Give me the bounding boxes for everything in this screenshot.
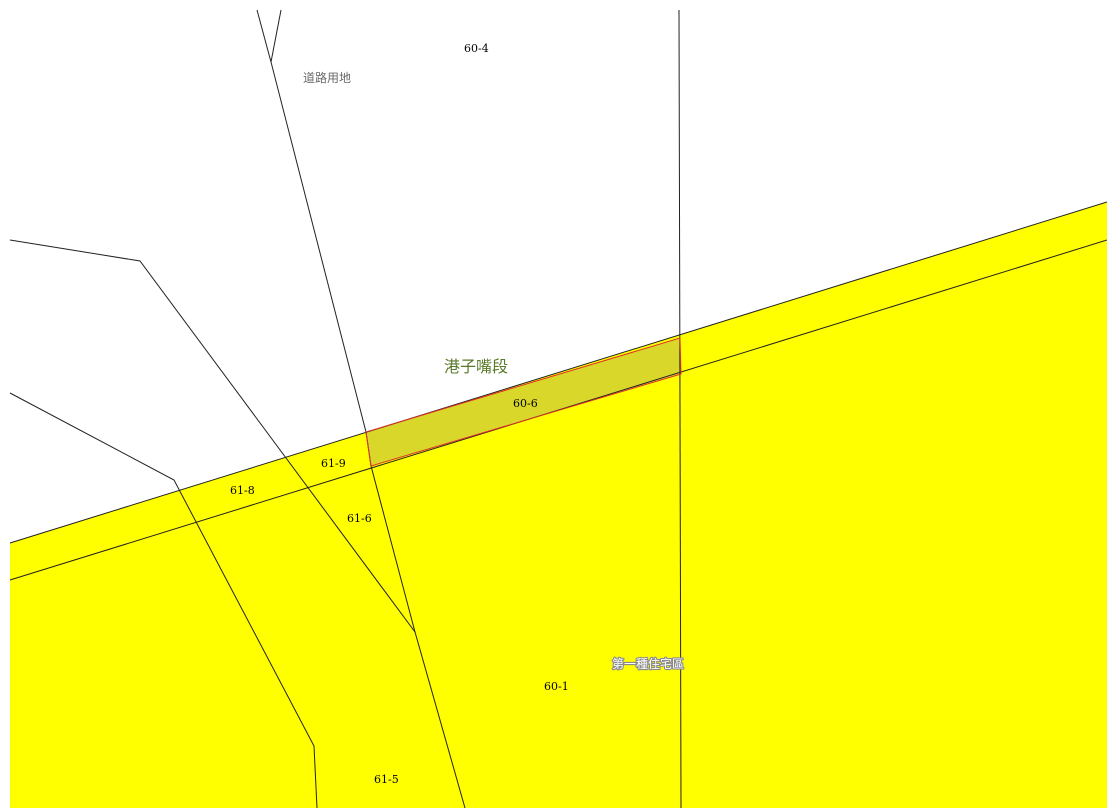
lot-label-60-6: 60-6 [513,397,538,410]
boundary-road-edge-upper [9,201,1107,544]
lot-label-61-9: 61-9 [321,457,346,470]
boundary-west-lower [9,392,318,808]
residential-zone-area[interactable] [10,202,1107,808]
boundary-west-upper [9,239,416,633]
selected-parcel-outline [365,337,682,467]
lot-label-60-1: 60-1 [544,680,569,693]
road-zone-label: 道路用地 [303,70,351,85]
residential-zone-label: 第一種住宅區 [612,656,684,671]
section-name-label: 港子嘴段 [444,357,508,376]
lot-label-61-6: 61-6 [347,512,372,525]
lot-label-61-8: 61-8 [230,484,255,497]
lot-label-60-4: 60-4 [464,42,489,55]
boundary-vertical-east [678,9,682,808]
selected-parcel-60-6[interactable] [366,338,681,466]
lot-label-61-5: 61-5 [374,773,399,786]
